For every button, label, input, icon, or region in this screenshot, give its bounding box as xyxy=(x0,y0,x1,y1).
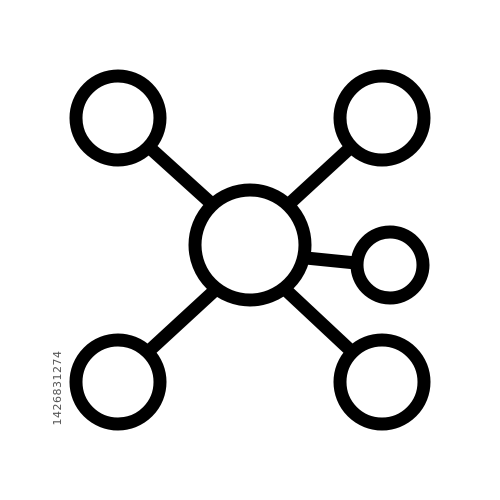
connector-line-top-right xyxy=(281,141,357,212)
node-top-right xyxy=(333,69,431,167)
connector-line-top-left xyxy=(143,141,220,212)
node-bottom-right xyxy=(333,333,431,431)
node-bottom-left xyxy=(69,333,167,431)
connector-line-right xyxy=(299,251,363,270)
node-right-small xyxy=(350,225,430,305)
node-top-left xyxy=(69,69,167,167)
connector-line-bottom-right xyxy=(281,285,357,357)
watermark-id-text: 1426831274 xyxy=(51,350,64,426)
connector-line-bottom-left xyxy=(143,285,220,357)
hub-node-center xyxy=(188,183,312,307)
